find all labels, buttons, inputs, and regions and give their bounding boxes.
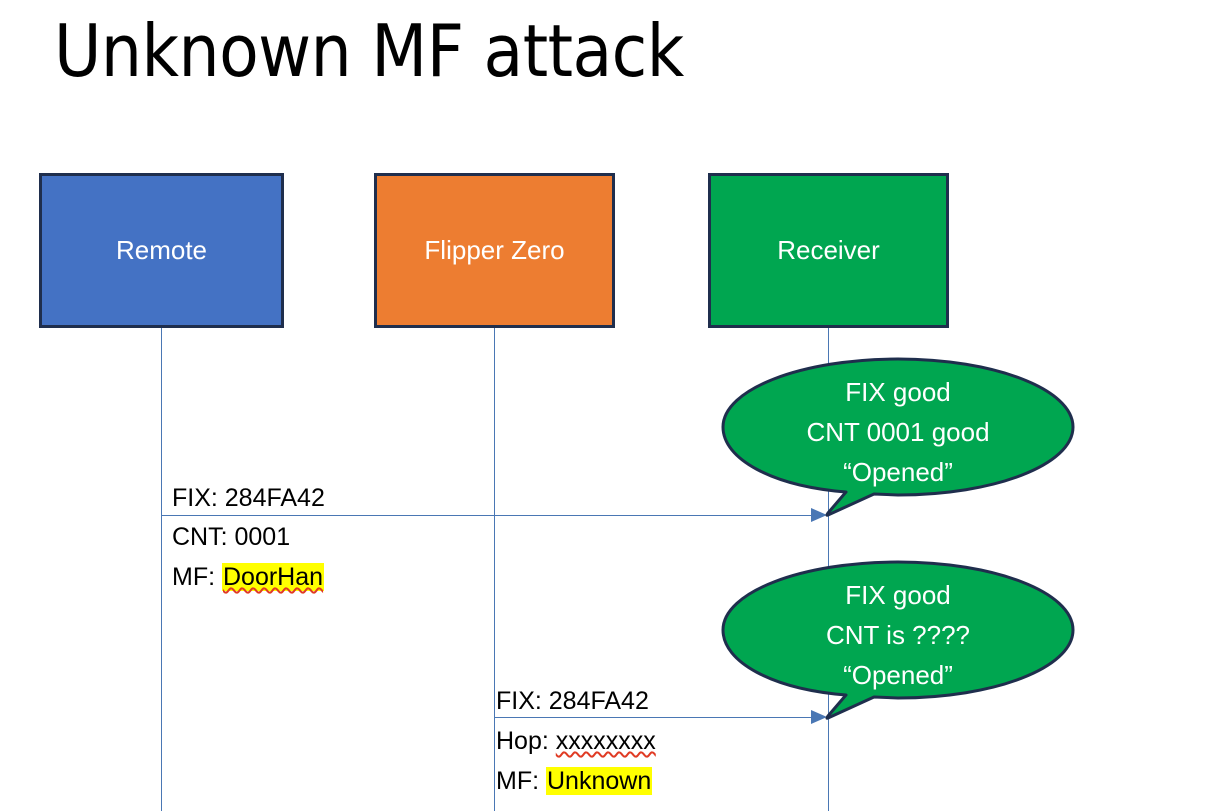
- message-arrow-remote-to-receiver: [161, 515, 813, 516]
- message1-line-mf: MF: DoorHan: [172, 557, 325, 597]
- actor-label-flipper: Flipper Zero: [424, 235, 565, 265]
- message1-mf-value-highlighted: DoorHan: [222, 563, 325, 591]
- actor-box-flipper[interactable]: Flipper Zero: [374, 173, 615, 328]
- message1-line-cnt: CNT: 0001: [172, 523, 291, 551]
- speech-bubble-2[interactable]: FIX good CNT is ???? “Opened”: [721, 560, 1075, 721]
- message1-line-fix: FIX: 284FA42: [172, 484, 325, 512]
- message2-line-mf: MF: Unknown: [496, 761, 653, 801]
- arrowhead-remote-to-receiver: [811, 508, 827, 522]
- speech-bubble-1-shape: [721, 357, 1075, 517]
- message2-mf-prefix: MF:: [496, 767, 546, 795]
- lifeline-remote: [161, 328, 162, 811]
- message-arrow-flipper-to-receiver: [494, 717, 813, 718]
- actor-box-receiver[interactable]: Receiver: [708, 173, 949, 328]
- lifeline-flipper: [494, 328, 495, 811]
- speech-bubble-2-shape: [721, 560, 1075, 720]
- actor-box-remote[interactable]: Remote: [39, 173, 284, 328]
- message1-mf-prefix: MF:: [172, 563, 222, 591]
- actor-label-receiver: Receiver: [777, 235, 880, 265]
- message2-line-fix: FIX: 284FA42: [496, 687, 649, 715]
- message2-hop-prefix: Hop:: [496, 727, 556, 755]
- arrowhead-flipper-to-receiver: [811, 710, 827, 724]
- message2-hop-value: xxxxxxxx: [555, 727, 656, 755]
- message2-line-hop: Hop: xxxxxxxx: [496, 721, 656, 761]
- speech-bubble-1[interactable]: FIX good CNT 0001 good “Opened”: [721, 357, 1075, 518]
- message2-mf-value-highlighted: Unknown: [546, 767, 653, 795]
- actor-label-remote: Remote: [115, 235, 208, 265]
- page-title: Unknown MF attack: [54, 9, 684, 93]
